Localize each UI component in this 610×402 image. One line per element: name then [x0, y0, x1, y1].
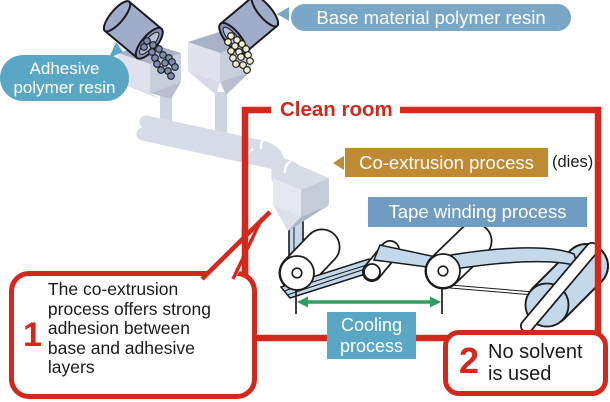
callout-number-2: 2 [459, 340, 480, 381]
clean-room-label: Clean room [280, 98, 393, 121]
casting-roller [278, 228, 377, 299]
extrusion-die [273, 166, 329, 231]
pellets-adhesive [140, 37, 179, 80]
guide-roller [362, 240, 444, 282]
callout-no-solvent: 2 No solvent is used [443, 330, 608, 396]
base-resin-badge: Base material polymer resin [291, 4, 571, 31]
roll-axle [520, 242, 599, 333]
callout-text-1: The co-extrusion process offers strong a… [47, 279, 212, 377]
coextrusion-pointer-triangle [333, 156, 344, 170]
cooling-process-badge: Cooling process [327, 312, 416, 359]
callout-text-2: No solvent is used [488, 341, 583, 385]
adhesive-resin-badge: Adhesive polymer resin [0, 55, 129, 101]
callout-coextrusion-benefit: 1 The co-extrusion process offers strong… [9, 271, 257, 399]
base-pointer-triangle [277, 7, 289, 21]
pellets-base [224, 32, 254, 74]
callout-number-1: 1 [23, 316, 42, 354]
cooling-span-arrow [295, 289, 443, 314]
dies-note: (dies) [552, 153, 594, 171]
tape-winding-unit [424, 222, 609, 333]
adhesive-pointer-triangle [109, 42, 123, 58]
coextrusion-process-badge: Co-extrusion process [345, 148, 548, 177]
tape-winding-process-badge: Tape winding process [368, 197, 587, 227]
